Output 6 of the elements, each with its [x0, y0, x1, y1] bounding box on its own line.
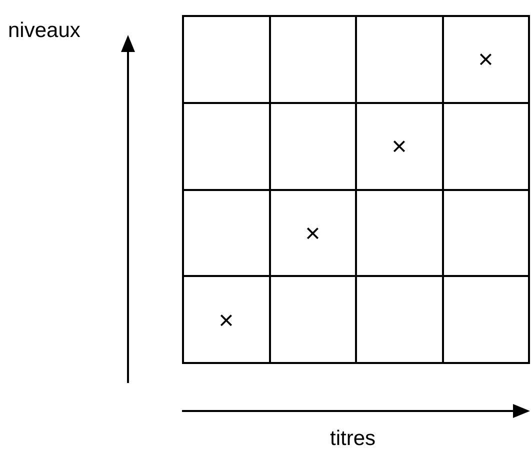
cross-mark: ×	[218, 306, 234, 333]
cross-mark: ×	[478, 46, 494, 72]
axis-label: niveaux	[8, 18, 80, 44]
cross-mark: ×	[305, 220, 320, 246]
cross-mark: ×	[392, 133, 407, 160]
axis-label: titres	[330, 426, 376, 452]
